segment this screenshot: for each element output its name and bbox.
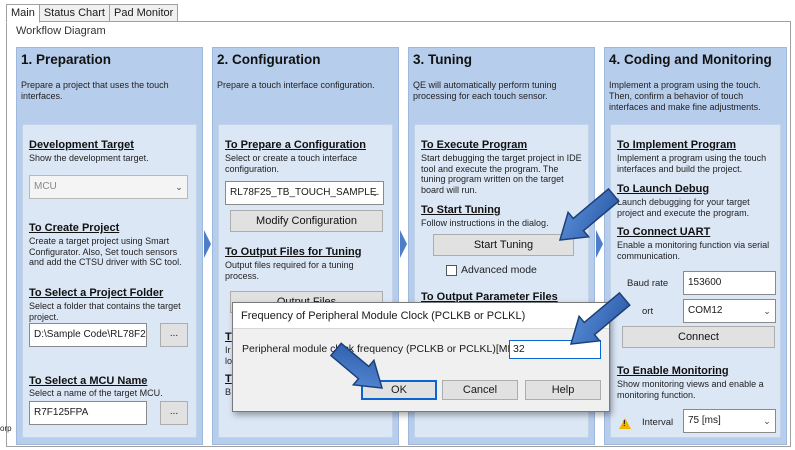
output-files-tuning-desc: Output files required for a tuning proce…	[225, 260, 354, 281]
baud-rate-input[interactable]: 153600	[683, 271, 776, 295]
output-files-tuning-link[interactable]: To Output Files for Tuning	[225, 246, 362, 258]
partial-text: lo	[225, 356, 233, 366]
interval-label: Interval	[642, 417, 674, 428]
select-mcu-name-link[interactable]: To Select a MCU Name	[29, 375, 148, 387]
flow-arrow-icon	[204, 230, 211, 258]
chevron-down-icon: ⌄	[763, 306, 771, 316]
chevron-down-icon: ⌄	[175, 182, 183, 192]
interval-dropdown-value: 75 [ms]	[688, 415, 721, 426]
phase-description: Prepare a project that uses the touch in…	[21, 80, 169, 101]
launch-debug-desc: Launch debugging for your target project…	[617, 197, 750, 218]
development-target-desc: Show the development target.	[29, 153, 149, 163]
phase-coding-monitoring: 4. Coding and Monitoring Implement a pro…	[604, 47, 787, 445]
create-project-link[interactable]: To Create Project	[29, 222, 120, 234]
interval-dropdown[interactable]: 75 [ms] ⌄	[683, 409, 776, 433]
phase-inner-panel: Development Target Show the development …	[22, 124, 197, 438]
ok-button[interactable]: OK	[361, 380, 437, 400]
connect-uart-link[interactable]: To Connect UART	[617, 226, 711, 238]
tab-status-chart[interactable]: Status Chart	[38, 4, 110, 22]
tab-bar: Main Status Chart Pad Monitor	[6, 4, 179, 23]
browse-mcu-button[interactable]: ...	[160, 401, 188, 425]
help-button[interactable]: Help	[525, 380, 601, 400]
implement-program-link[interactable]: To Implement Program	[617, 139, 736, 151]
chevron-down-icon: ⌄	[371, 188, 379, 198]
mcu-dropdown-value: MCU	[34, 181, 57, 192]
mcu-name-input[interactable]: R7F125FPA	[29, 401, 147, 425]
phase-description: Implement a program using the touch. The…	[609, 80, 761, 112]
phase-inner-panel: To Implement Program Implement a program…	[610, 124, 781, 438]
development-target-link[interactable]: Development Target	[29, 139, 134, 151]
phase-title: 3. Tuning	[413, 52, 472, 67]
cancel-button[interactable]: Cancel	[442, 380, 518, 400]
configuration-dropdown[interactable]: RL78F25_TB_TOUCH_SAMPLE. ⌄	[225, 181, 384, 205]
flow-arrow-icon	[596, 230, 603, 258]
clock-frequency-input[interactable]: 32	[509, 340, 601, 359]
clock-frequency-label: Peripheral module clock frequency (PCLKB…	[242, 343, 524, 355]
execute-program-desc: Start debugging the target project in ID…	[421, 153, 582, 195]
browse-folder-button[interactable]: ...	[160, 323, 188, 347]
tab-main[interactable]: Main	[6, 4, 40, 23]
phase-description: Prepare a touch interface configuration.	[217, 80, 375, 90]
select-project-folder-link[interactable]: To Select a Project Folder	[29, 287, 164, 299]
implement-program-desc: Implement a program using the touch inte…	[617, 153, 767, 174]
port-label: ort	[642, 306, 654, 317]
advanced-mode-checkbox[interactable]	[446, 265, 457, 276]
warning-icon: !	[619, 418, 631, 429]
port-dropdown-value: COM12	[688, 305, 723, 316]
peripheral-clock-dialog: Frequency of Peripheral Module Clock (PC…	[232, 302, 610, 412]
select-mcu-name-desc: Select a name of the target MCU.	[29, 388, 163, 398]
mcu-dropdown[interactable]: MCU ⌄	[29, 175, 188, 199]
enable-monitoring-link[interactable]: To Enable Monitoring	[617, 365, 729, 377]
partial-link[interactable]: T	[225, 373, 232, 385]
edge-text: orp	[0, 424, 12, 433]
output-parameter-files-link[interactable]: To Output Parameter Files	[421, 291, 558, 303]
port-dropdown[interactable]: COM12 ⌄	[683, 299, 776, 323]
launch-debug-link[interactable]: To Launch Debug	[617, 183, 710, 195]
flow-arrow-icon	[400, 230, 407, 258]
start-tuning-desc: Follow instructions in the dialog.	[421, 218, 549, 228]
phase-preparation: 1. Preparation Prepare a project that us…	[16, 47, 203, 445]
workflow-diagram-label: Workflow Diagram	[16, 25, 106, 37]
execute-program-link[interactable]: To Execute Program	[421, 139, 528, 151]
phase-description: QE will automatically perform tuning pro…	[413, 80, 557, 101]
enable-monitoring-desc: Show monitoring views and enable a monit…	[617, 379, 764, 400]
start-tuning-link[interactable]: To Start Tuning	[421, 204, 501, 216]
phase-title: 1. Preparation	[21, 52, 112, 67]
configuration-dropdown-value: RL78F25_TB_TOUCH_SAMPLE.	[230, 187, 380, 198]
project-folder-input[interactable]: D:\Sample Code\RL78F25,	[29, 323, 147, 347]
baud-rate-label: Baud rate	[627, 278, 669, 289]
dialog-title: Frequency of Peripheral Module Clock (PC…	[233, 303, 609, 329]
prepare-configuration-link[interactable]: To Prepare a Configuration	[225, 139, 366, 151]
phase-title: 4. Coding and Monitoring	[609, 52, 772, 67]
chevron-down-icon: ⌄	[763, 416, 771, 426]
partial-link[interactable]: T	[225, 331, 232, 343]
create-project-desc: Create a target project using Smart Conf…	[29, 236, 182, 267]
partial-text: B	[225, 387, 232, 397]
select-project-folder-desc: Select a folder that contains the target…	[29, 301, 181, 322]
modify-configuration-button[interactable]: Modify Configuration	[230, 210, 383, 232]
connect-uart-desc: Enable a monitoring function via serial …	[617, 240, 770, 261]
connect-button[interactable]: Connect	[622, 326, 775, 348]
start-tuning-button[interactable]: Start Tuning	[433, 234, 574, 256]
prepare-configuration-desc: Select or create a touch interface confi…	[225, 153, 358, 174]
advanced-mode-label: Advanced mode	[461, 264, 537, 276]
phase-title: 2. Configuration	[217, 52, 321, 67]
partial-text: Ir	[225, 345, 231, 355]
tab-pad-monitor[interactable]: Pad Monitor	[108, 4, 179, 22]
